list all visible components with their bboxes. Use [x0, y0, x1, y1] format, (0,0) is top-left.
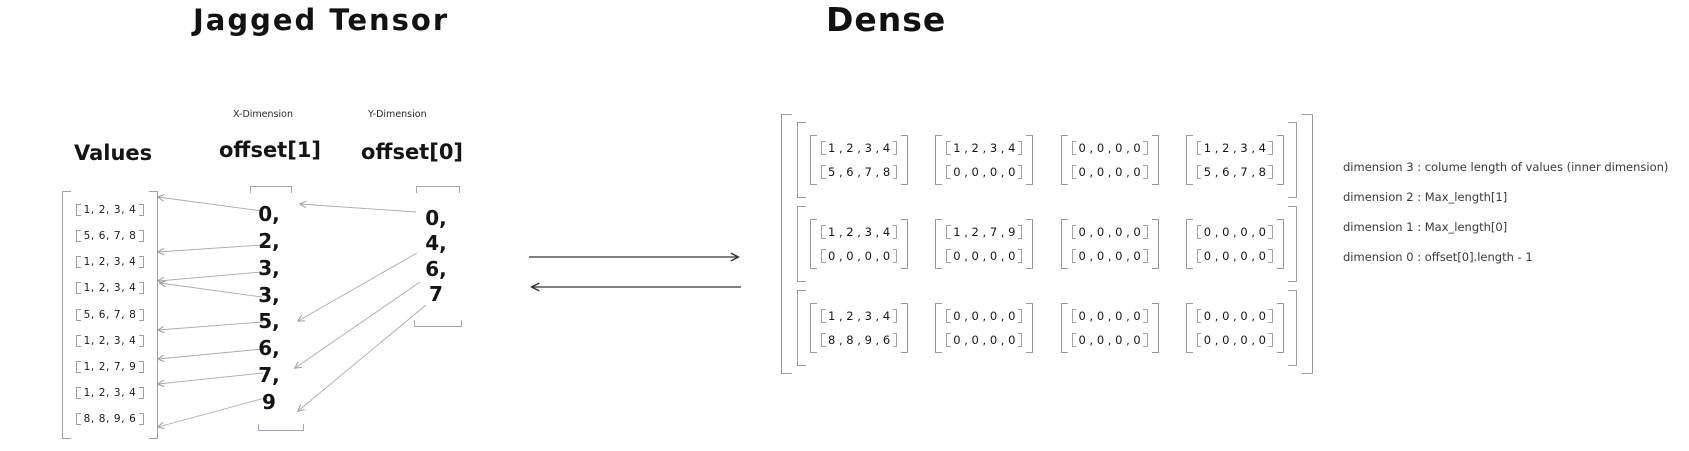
values-array: 1, 2, 3, 4 5, 6, 7, 8 1, 2, 3, 4 1, 2, 3…	[62, 191, 158, 439]
offset1-value: 7,	[258, 363, 280, 388]
dense-row: 1 , 2 , 3 , 4 5 , 6 , 7 , 8 1 , 2 , 3 , …	[797, 120, 1297, 200]
values-row-text: 1, 2, 3, 4	[75, 334, 145, 348]
values-row-text: 1, 2, 3, 4	[75, 281, 145, 295]
offset1-value: 2,	[258, 228, 280, 253]
values-header: Values	[74, 141, 153, 165]
offset0-array: 0, 4, 6, 7	[412, 206, 460, 306]
values-row: 5, 6, 7, 8	[71, 229, 149, 243]
dense-row: 1 , 2 , 3 , 4 8 , 8 , 9 , 6 0 , 0 , 0 , …	[797, 288, 1297, 368]
dense-block: 0 , 0 , 0 , 0 0 , 0 , 0 , 0	[1185, 301, 1285, 355]
dense-block-line: 1 , 2 , 3 , 4	[821, 224, 898, 240]
dense-block: 1 , 2 , 3 , 4 0 , 0 , 0 , 0	[810, 217, 909, 271]
offset0-to-offset1-arrows	[295, 204, 427, 411]
values-row: 1, 2, 3, 4	[71, 203, 149, 217]
dense-block-line: 5 , 6 , 7 , 8	[821, 164, 898, 180]
dense-block-line: 5 , 6 , 7 , 8	[1196, 164, 1274, 180]
dense-block-line: 1 , 2 , 3 , 4	[821, 308, 898, 324]
dense-block-line: 8 , 8 , 9 , 6	[821, 332, 898, 348]
values-row: 5, 6, 7, 8	[71, 308, 149, 322]
values-row-text: 5, 6, 7, 8	[75, 308, 145, 322]
dense-block-line: 0 , 0 , 0 , 0	[946, 164, 1023, 180]
offset1-top-bracket	[250, 186, 292, 193]
values-row-text: 1, 2, 3, 4	[75, 203, 145, 217]
dense-block-line: 0 , 0 , 0 , 0	[1071, 164, 1148, 180]
dense-block-line: 1 , 2 , 3 , 4	[821, 140, 898, 156]
offset1-header: offset[1]	[219, 138, 322, 162]
dense-block-line: 0 , 0 , 0 , 0	[821, 248, 898, 264]
jagged-dense-conversion-arrows	[529, 257, 741, 287]
offset1-array: 0, 2, 3, 3, 5, 6, 7, 9	[246, 202, 292, 414]
offset0-header: offset[0]	[361, 140, 464, 164]
offset0-value: 4,	[425, 231, 447, 256]
offset0-bottom-bracket	[414, 320, 462, 327]
dense-block: 1 , 2 , 3 , 4 5 , 6 , 7 , 8	[810, 133, 909, 187]
offset0-value: 0,	[425, 206, 447, 230]
dense-block-line: 1 , 2 , 3 , 4	[946, 140, 1023, 156]
dense-block-line: 0 , 0 , 0 , 0	[946, 308, 1023, 324]
x-dimension-label: X-Dimension	[233, 109, 293, 120]
dense-block-line: 0 , 0 , 0 , 0	[1071, 248, 1148, 264]
dense-tensor: 1 , 2 , 3 , 4 5 , 6 , 7 , 8 1 , 2 , 3 , …	[781, 114, 1313, 374]
dense-block: 0 , 0 , 0 , 0 0 , 0 , 0 , 0	[1060, 217, 1159, 271]
offset1-value: 0,	[258, 202, 280, 226]
dense-block-line: 0 , 0 , 0 , 0	[1071, 308, 1148, 324]
values-row-text: 5, 6, 7, 8	[75, 229, 145, 243]
offset1-bottom-bracket	[258, 424, 304, 431]
values-row: 1, 2, 3, 4	[71, 386, 149, 400]
offset1-value: 3,	[258, 255, 280, 280]
dense-block-line: 1 , 2 , 7 , 9	[946, 224, 1023, 240]
values-row-text: 1, 2, 3, 4	[75, 255, 145, 269]
dense-block-line: 0 , 0 , 0 , 0	[1071, 140, 1148, 156]
dense-row: 1 , 2 , 3 , 4 0 , 0 , 0 , 0 1 , 2 , 7 , …	[797, 204, 1297, 284]
values-row-text: 8, 8, 9, 6	[75, 412, 145, 426]
offset0-top-bracket	[416, 186, 460, 193]
dense-block-line: 0 , 0 , 0 , 0	[946, 332, 1023, 348]
annotation-dimension-1: dimension 1 : Max_length[0]	[1343, 220, 1508, 234]
offset1-value: 6,	[258, 336, 280, 361]
dense-block-line: 0 , 0 , 0 , 0	[1071, 224, 1148, 240]
dense-title: Dense	[826, 0, 947, 39]
jagged-tensor-title: Jagged Tensor	[193, 3, 450, 37]
dense-block-line: 0 , 0 , 0 , 0	[1196, 332, 1274, 348]
dense-block: 1 , 2 , 3 , 4 8 , 8 , 9 , 6	[810, 301, 909, 355]
offset1-value: 5,	[258, 309, 280, 334]
offset1-value: 3,	[258, 282, 280, 307]
values-row-text: 1, 2, 3, 4	[75, 386, 145, 400]
annotation-dimension-3: dimension 3 : colume length of values (i…	[1343, 160, 1669, 174]
values-row: 1, 2, 7, 9	[71, 360, 149, 374]
y-dimension-label: Y-Dimension	[368, 109, 427, 120]
values-row-text: 1, 2, 7, 9	[75, 360, 145, 374]
annotation-dimension-0: dimension 0 : offset[0].length - 1	[1343, 250, 1533, 264]
dense-block: 0 , 0 , 0 , 0 0 , 0 , 0 , 0	[1060, 133, 1159, 187]
dense-block-line: 1 , 2 , 3 , 4	[1196, 140, 1274, 156]
dense-block: 1 , 2 , 7 , 9 0 , 0 , 0 , 0	[935, 217, 1034, 271]
values-row: 1, 2, 3, 4	[71, 255, 149, 269]
dense-block: 0 , 0 , 0 , 0 0 , 0 , 0 , 0	[1185, 217, 1285, 271]
dense-block-line: 0 , 0 , 0 , 0	[1196, 224, 1274, 240]
values-row: 1, 2, 3, 4	[71, 281, 149, 295]
dense-block-line: 0 , 0 , 0 , 0	[1196, 248, 1274, 264]
dense-block: 1 , 2 , 3 , 4 0 , 0 , 0 , 0	[935, 133, 1034, 187]
annotation-dimension-2: dimension 2 : Max_length[1]	[1343, 190, 1508, 204]
dense-block-line: 0 , 0 , 0 , 0	[1196, 308, 1274, 324]
values-row: 8, 8, 9, 6	[71, 412, 149, 426]
dense-block-line: 0 , 0 , 0 , 0	[946, 248, 1023, 264]
dense-block-line: 0 , 0 , 0 , 0	[1071, 332, 1148, 348]
dense-block: 1 , 2 , 3 , 4 5 , 6 , 7 , 8	[1185, 133, 1285, 187]
offset0-value: 6,	[425, 256, 447, 281]
offset1-value: 9	[262, 389, 276, 414]
dense-block: 0 , 0 , 0 , 0 0 , 0 , 0 , 0	[935, 301, 1034, 355]
dimension-annotations: dimension 3 : colume length of values (i…	[1343, 160, 1668, 264]
values-row: 1, 2, 3, 4	[71, 334, 149, 348]
offset0-value: 7	[429, 281, 443, 306]
dense-block: 0 , 0 , 0 , 0 0 , 0 , 0 , 0	[1060, 301, 1159, 355]
